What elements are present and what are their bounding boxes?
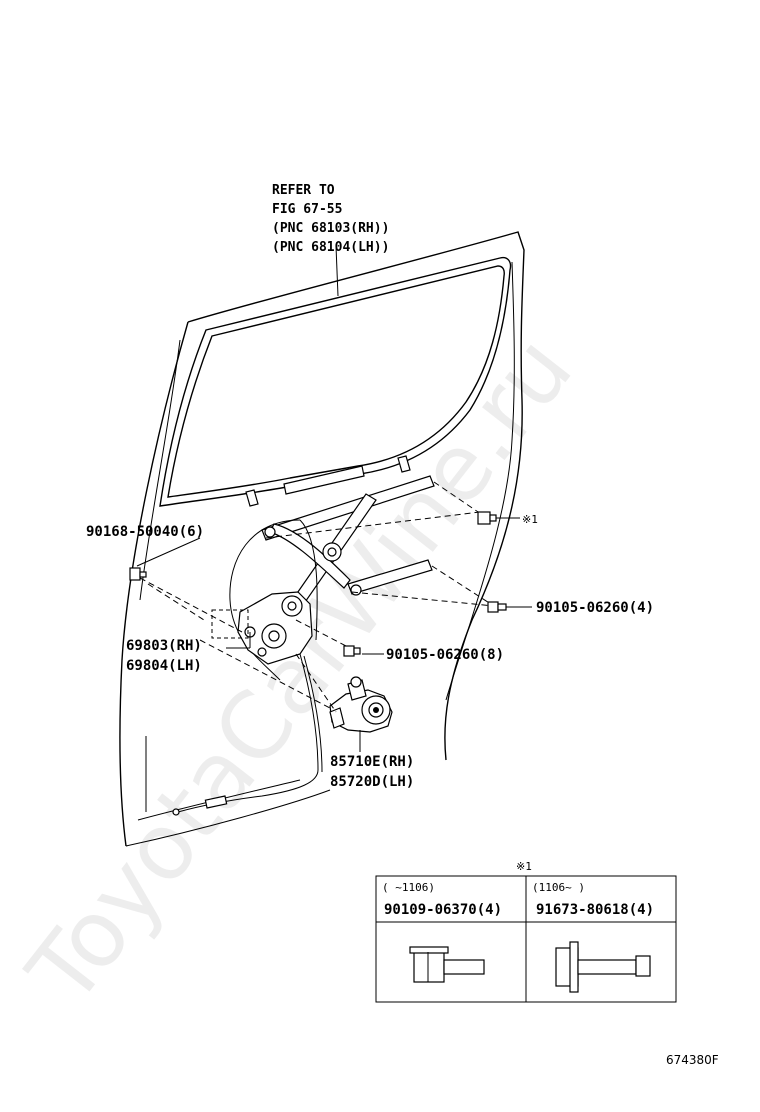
reference-line-1: REFER TO xyxy=(272,183,335,198)
callout-regulator-lh: 69804(LH) xyxy=(126,658,202,674)
regulator-arms xyxy=(229,475,435,681)
window-motor xyxy=(329,676,393,752)
callout-note-marker: ※1 xyxy=(522,513,538,526)
door-outline xyxy=(119,231,525,847)
dashed-leaders xyxy=(139,481,495,713)
callout-bolt-center: 90105-06260(8) xyxy=(386,647,504,663)
reference-line-2: FIG 67-55 xyxy=(272,202,342,217)
callout-regulator-rh: 69803(RH) xyxy=(126,638,202,654)
regulator-base xyxy=(211,591,313,665)
bolt-flanged-long-icon xyxy=(555,941,651,993)
watermark: ToyotaCarWine.ru xyxy=(7,317,593,1025)
reference-line-4: (PNC 68104(LH)) xyxy=(272,240,389,255)
figure-number: 674380F xyxy=(666,1053,719,1067)
callout-bolt-left: 90168-50040(6) xyxy=(86,524,204,540)
bolt-right-icon xyxy=(487,601,507,613)
note-table: ※1 ( ~1106) (1106~ ) 90109-06370(4) 9167… xyxy=(375,860,677,1003)
callout-motor-lh: 85720D(LH) xyxy=(330,774,414,790)
regulator-cable xyxy=(172,653,323,816)
bolt-note-icon xyxy=(477,511,497,525)
callout-motor-rh: 85710E(RH) xyxy=(330,754,414,770)
reference-line-3: (PNC 68103(RH)) xyxy=(272,221,389,236)
bolt-flanged-short-icon xyxy=(409,946,485,983)
note-col1-part: 90109-06370(4) xyxy=(384,902,502,918)
note-col2-range: (1106~ ) xyxy=(532,881,585,894)
glass-channel xyxy=(245,455,411,507)
bolt-center-icon xyxy=(343,645,361,657)
note-col1-range: ( ~1106) xyxy=(382,881,435,894)
callout-bolt-right: 90105-06260(4) xyxy=(536,600,654,616)
note-table-title: ※1 xyxy=(516,860,532,873)
door-glass xyxy=(159,245,512,507)
note-col2-part: 91673-80618(4) xyxy=(536,902,654,918)
bolt-left-icon xyxy=(129,567,147,581)
callout-leaders xyxy=(136,517,532,655)
